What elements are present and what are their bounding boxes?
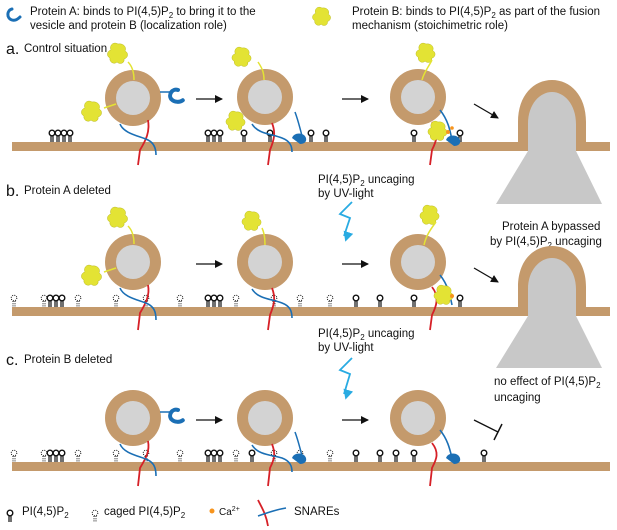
panel-a-letter: a.	[6, 41, 19, 58]
panel-b-vesicle-3	[390, 204, 454, 331]
panel-c-membrane	[12, 462, 610, 471]
panel-c-vesicle-1	[105, 390, 188, 487]
panel-c-uncaging-label: PI(4,5)P2 uncaging	[318, 328, 415, 342]
pip2-legend-icon	[6, 509, 14, 523]
protein-a-legend-icon	[6, 7, 22, 22]
panel-c-letter: c.	[6, 352, 18, 369]
panel-b: b. Protein A deleted PI(4,5)P2 uncaging …	[6, 174, 610, 368]
protein-b-legend-text-2: mechanism (stoichimetric role)	[352, 20, 508, 32]
panel-b-uncaging-label: PI(4,5)P2 uncaging	[318, 174, 415, 188]
panel-a-fusion-pore	[496, 92, 602, 204]
calcium-legend-icon	[209, 508, 215, 514]
panel-c-note-2: uncaging	[494, 392, 541, 404]
snares-legend-icon	[257, 499, 287, 527]
panel-b-note: Protein A bypassed	[502, 221, 600, 233]
panel-c-uncaging-label-2: by UV-light	[318, 342, 374, 354]
panel-c-blocked-arrow	[473, 419, 499, 433]
panel-a-membrane	[12, 80, 610, 151]
panel-b-vesicle-1	[81, 206, 161, 331]
protein-a-legend-text: Protein A: binds to PI(4,5)P2 to bring i…	[30, 6, 256, 20]
calcium-legend-text: Ca2+	[219, 506, 240, 518]
panel-a: a. Control situation	[6, 41, 610, 204]
snares-legend-text: SNAREs	[294, 506, 340, 518]
panel-a-vesicle-2	[225, 46, 307, 166]
panel-a-vesicle-3	[390, 42, 461, 166]
panel-c-vesicle-2	[237, 390, 307, 487]
panel-b-vesicle-2	[237, 210, 293, 331]
panel-c: c. Protein B deleted PI(4,5)P2 uncaging …	[6, 328, 610, 487]
panel-c-note: no effect of PI(4,5)P2	[494, 376, 601, 390]
protein-b-legend-text: Protein B: binds to PI(4,5)P2 as part of…	[352, 6, 600, 20]
panel-b-title: Protein A deleted	[24, 185, 111, 197]
caged-pip2-legend-text: caged PI(4,5)P2	[104, 506, 186, 520]
uv-light-bolt-b-icon	[338, 201, 354, 242]
panel-b-lipids	[10, 294, 464, 308]
panel-a-arrow-3	[473, 103, 499, 119]
panel-c-lipids	[10, 449, 488, 463]
protein-b-legend-icon	[312, 6, 331, 26]
panel-c-vesicle-3	[390, 390, 461, 487]
pip2-legend-text: PI(4,5)P2	[22, 506, 69, 520]
panel-a-lipids	[48, 129, 464, 143]
caged-pip2-legend-icon	[91, 509, 99, 523]
panel-c-title: Protein B deleted	[24, 354, 112, 366]
legend-bottom: PI(4,5)P2 caged PI(4,5)P2 Ca2+ SNAREs	[6, 499, 340, 527]
panel-b-membrane	[12, 246, 610, 316]
panel-b-uncaging-label-2: by UV-light	[318, 188, 374, 200]
panel-a-vesicle-1	[81, 42, 188, 166]
panel-a-title: Control situation	[24, 43, 107, 55]
panel-c-block-bar	[493, 423, 503, 441]
panel-b-letter: b.	[6, 183, 19, 200]
uv-light-bolt-c-icon	[338, 357, 354, 400]
legend-top: Protein A: binds to PI(4,5)P2 to bring i…	[6, 6, 600, 32]
panel-b-fusion-pore	[496, 258, 602, 368]
panel-b-note-2: by PI(4,5)P2 uncaging	[490, 236, 602, 250]
panel-b-arrow-3	[473, 267, 499, 283]
protein-a-legend-text-2: vesicle and protein B (localization role…	[30, 20, 227, 32]
